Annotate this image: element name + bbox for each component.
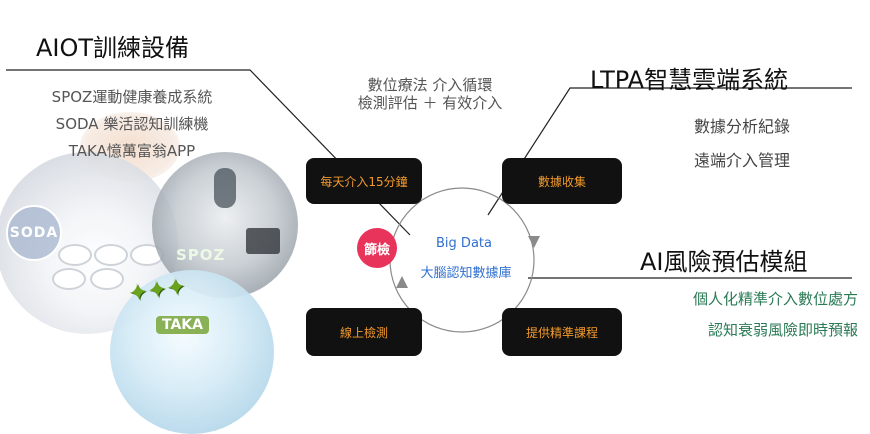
ltpa-item-analysis: 數據分析紀錄 xyxy=(694,117,791,136)
aiot-item-list: SPOZ運動健康養成系統 SODA 樂活認知訓練機 TAKA憶萬富翁APP xyxy=(32,84,232,165)
screening-badge: 篩檢 xyxy=(357,228,397,268)
spoz-screen-shape xyxy=(246,228,280,254)
ltpa-item-list: 數據分析紀錄 遠端介入管理 xyxy=(694,110,790,178)
ai-module-title: AI風險預估模組 xyxy=(640,248,808,276)
ai-module-item-list: 個人化精準介入數位處方 認知衰弱風險即時預報 xyxy=(660,284,858,346)
aiot-item-spoz: SPOZ運動健康養成系統 xyxy=(51,88,213,106)
big-data-label: Big Data xyxy=(436,236,492,251)
box-online-test: 線上檢測 xyxy=(306,308,422,356)
cycle-arrow-right xyxy=(528,236,540,248)
taka-logo-mark: TAKA xyxy=(156,316,209,334)
soda-logo-badge: SODA xyxy=(6,205,62,261)
box-precision-course: 提供精準課程 xyxy=(502,308,622,356)
aiot-item-taka: TAKA憶萬富翁APP xyxy=(68,142,196,160)
ltpa-title: LTPA智慧雲端系統 xyxy=(590,66,789,94)
soda-button-pad xyxy=(52,268,86,290)
brain-database-label: 大腦認知數據庫 xyxy=(420,266,512,281)
box-daily-intervention: 每天介入15分鐘 xyxy=(306,158,422,204)
soda-button-pad xyxy=(94,244,128,266)
spoz-logo-mark: SPOZ xyxy=(176,246,226,264)
aiot-item-soda: SODA 樂活認知訓練機 xyxy=(55,115,209,133)
soda-button-pad xyxy=(58,244,92,266)
spoz-hand-shape xyxy=(214,168,236,208)
ltpa-item-remote: 遠端介入管理 xyxy=(694,151,791,170)
cycle-arrow-left xyxy=(396,276,408,288)
therapy-loop-line2: 檢測評估 ＋ 有效介入 xyxy=(357,94,503,112)
aiot-title: AIOT訓練設備 xyxy=(36,34,190,62)
ai-item-risk-alert: 認知衰弱風險即時預報 xyxy=(707,321,858,339)
therapy-loop-line1: 數位療法 介入循環 xyxy=(367,76,493,94)
soda-button-pad xyxy=(90,268,124,290)
therapy-loop-caption: 數位療法 介入循環 檢測評估 ＋ 有效介入 xyxy=(330,76,530,112)
box-data-collection: 數據收集 xyxy=(502,158,622,204)
ai-item-prescription: 個人化精準介入數位處方 xyxy=(692,290,858,308)
